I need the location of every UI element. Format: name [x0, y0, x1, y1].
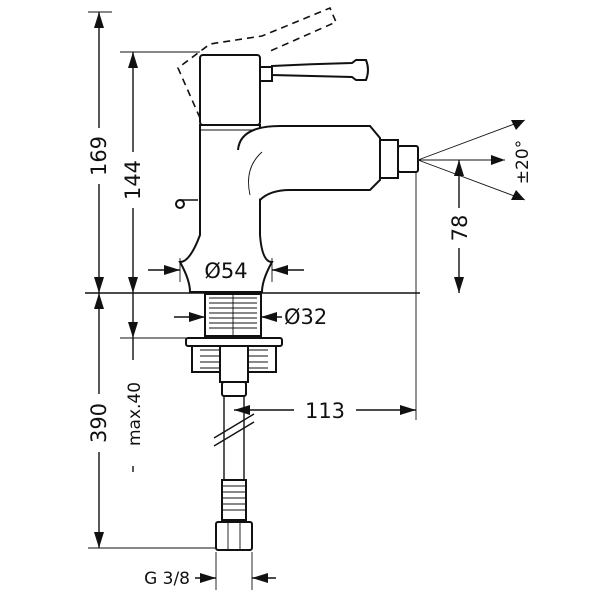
- faucet-body: [175, 6, 419, 293]
- popup-rod: [175, 199, 198, 209]
- dim-390-label: 390: [87, 403, 111, 443]
- dim-113-label: 113: [305, 399, 345, 423]
- hose-nut: [215, 521, 253, 551]
- flex-hose: [213, 396, 255, 551]
- dimension-shank-diameter: Ø32: [174, 305, 327, 329]
- dim-169-label: 169: [87, 136, 111, 176]
- dim-144-label: 144: [121, 160, 145, 200]
- dim-g38-label: G 3/8: [144, 569, 190, 589]
- aerator: [379, 139, 399, 179]
- spout: [237, 125, 381, 201]
- dim-angle-label: ±20°: [513, 140, 533, 184]
- shank-thread: [204, 293, 262, 337]
- dimension-body-diameter: Ø54: [148, 258, 304, 283]
- handle-cap: [199, 54, 261, 126]
- lever-open-position: [177, 6, 338, 119]
- dim-54-label: Ø54: [204, 259, 247, 283]
- dimension-connection: G 3/8: [144, 552, 276, 590]
- dimension-lever-height: 144: [120, 51, 200, 293]
- dim-78-label: 78: [448, 215, 472, 242]
- lever-handle: [259, 59, 369, 82]
- dimension-spout-reach: 113: [234, 172, 417, 423]
- aerator-tip: [397, 145, 419, 173]
- fixing-nut: [185, 337, 283, 397]
- dimension-below-counter: 390: [86, 293, 216, 549]
- dimension-spout-height: 78: [418, 159, 472, 293]
- dimension-max-counter: max.40: [118, 293, 186, 472]
- dim-max40-label: max.40: [125, 382, 145, 446]
- dim-32-label: Ø32: [284, 305, 327, 329]
- dimension-total-height: 169: [86, 11, 112, 293]
- spray-angle-indicator: ±20°: [417, 119, 533, 201]
